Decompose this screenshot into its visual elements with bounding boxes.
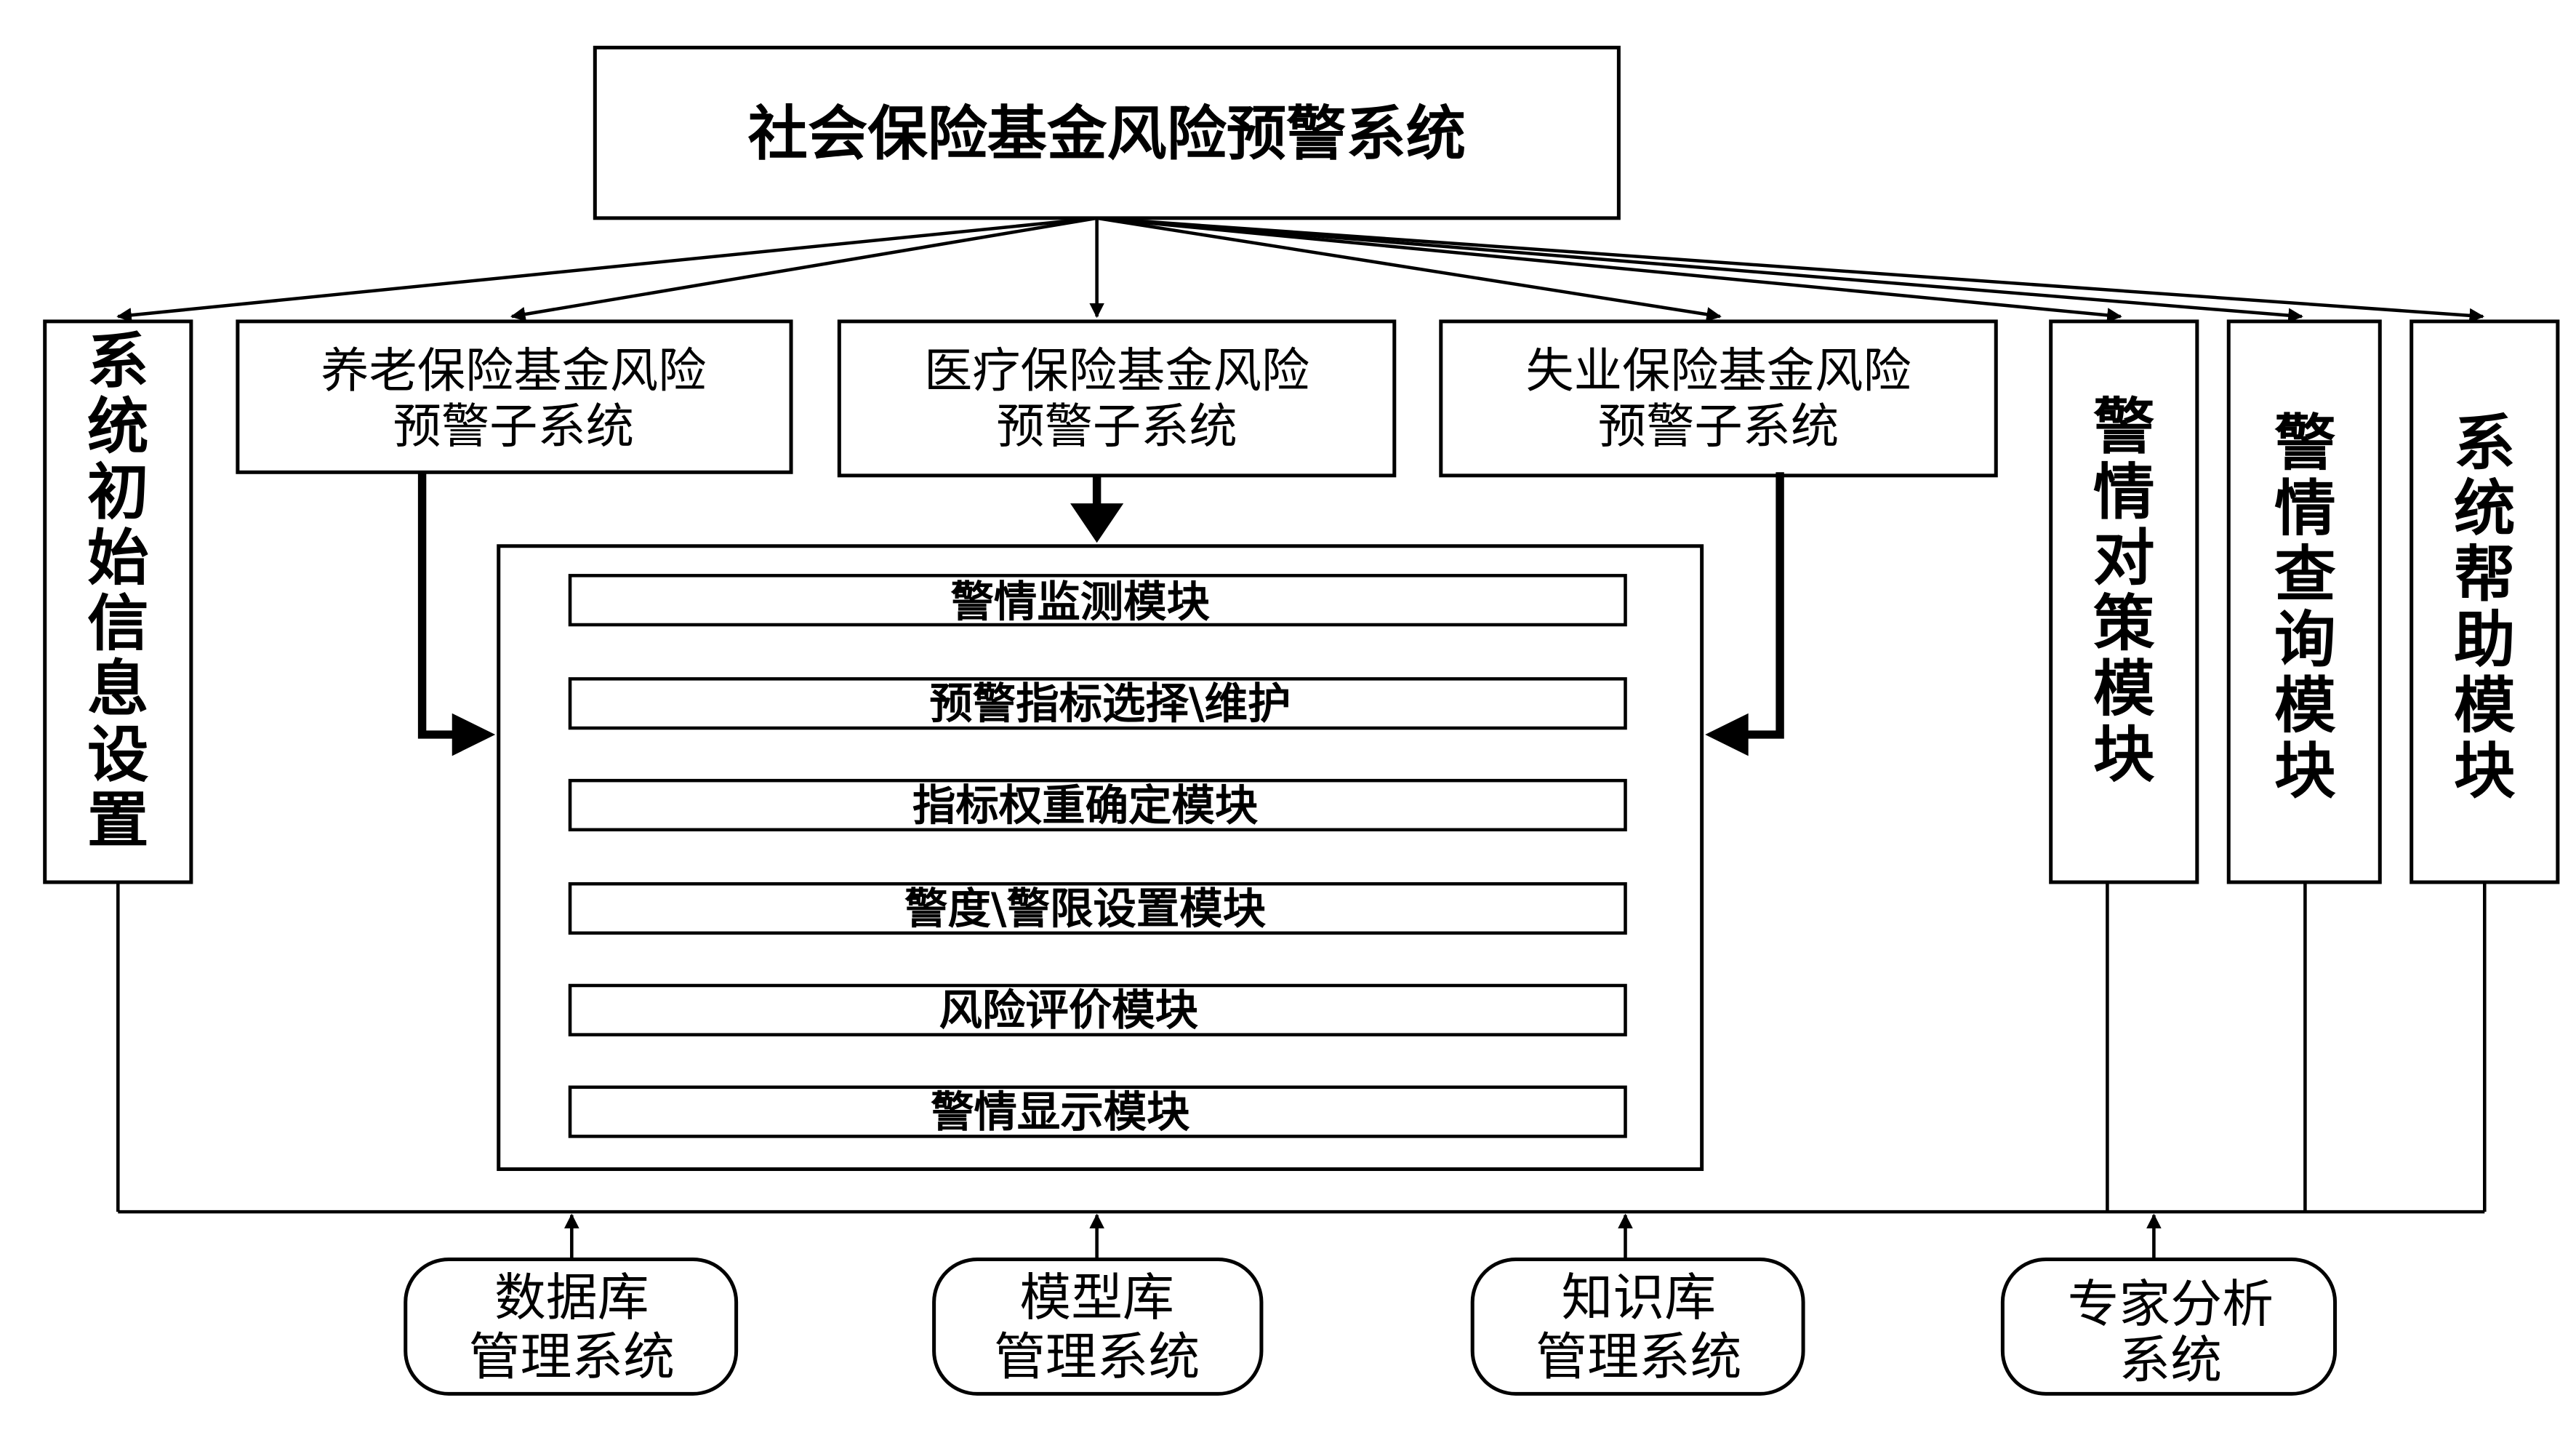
left-vertical-module: 系 统 初 始 信 息 设 置 — [43, 319, 193, 884]
right-module-char: 帮 — [2454, 538, 2516, 609]
core-module-label: 警情监测模块 — [951, 577, 1211, 627]
right-module-char: 系 — [2454, 407, 2516, 479]
core-module: 警情显示模块 — [568, 1085, 1627, 1138]
right-module-char: 策 — [2093, 588, 2155, 659]
main-system-title: 社会保险基金风险预警系统 — [748, 99, 1466, 168]
bottom-system-knowledge-base: 知识库 管理系统 — [1470, 1258, 1805, 1396]
right-module-char: 查 — [2274, 538, 2336, 609]
core-module: 预警指标选择\维护 — [568, 677, 1627, 730]
bottom-system-line2: 管理系统 — [469, 1327, 675, 1386]
right-module-query: 警 情 查 询 模 块 — [2226, 319, 2382, 884]
right-module-char: 块 — [2093, 719, 2155, 790]
core-module: 警情监测模块 — [568, 574, 1627, 627]
bottom-system-line2: 管理系统 — [994, 1327, 1200, 1386]
subsystem-to-core-arrows — [417, 472, 1784, 756]
main-system-node: 社会保险基金风险预警系统 — [593, 45, 1621, 220]
subsystem-label-line1: 养老保险基金风险 — [321, 343, 706, 398]
subsystem-label-line1: 失业保险基金风险 — [1525, 343, 1911, 398]
right-module-char: 警 — [2274, 407, 2336, 479]
subsystem-medical: 医疗保险基金风险 预警子系统 — [837, 319, 1397, 478]
bottom-system-line1: 数据库 — [494, 1268, 649, 1327]
right-module-char: 警 — [2093, 391, 2155, 462]
subsystem-label-line1: 医疗保险基金风险 — [924, 343, 1309, 398]
subsystem-label-line2: 预警子系统 — [393, 399, 634, 454]
right-module-char: 情 — [2274, 473, 2336, 544]
core-module: 风险评价模块 — [568, 983, 1627, 1036]
subsystem-pension: 养老保险基金风险 预警子系统 — [236, 319, 793, 474]
right-module-char: 对 — [2093, 521, 2155, 593]
subsystem-label-line2: 预警子系统 — [996, 399, 1237, 454]
left-module-char: 系 — [87, 325, 149, 396]
bottom-system-line1: 专家分析 — [2068, 1275, 2274, 1334]
bottom-system-model-base: 模型库 管理系统 — [932, 1258, 1264, 1396]
right-module-countermeasure: 警 情 对 策 模 块 — [2049, 319, 2199, 884]
bottom-system-line1: 模型库 — [1019, 1268, 1174, 1327]
right-module-char: 块 — [2454, 735, 2516, 806]
left-module-char: 信 — [87, 588, 149, 659]
bottom-system-line2: 管理系统 — [1536, 1327, 1741, 1386]
bottom-connection-bus — [116, 882, 2487, 1260]
top-distribution-arrows — [116, 216, 2485, 323]
bottom-system-line2: 系统 — [2119, 1330, 2222, 1389]
right-module-char: 模 — [2454, 669, 2516, 740]
left-module-char: 置 — [87, 784, 149, 855]
left-module-char: 息 — [87, 653, 149, 724]
subsystem-label-line2: 预警子系统 — [1598, 399, 1839, 454]
bottom-system-expert-analysis: 专家分析 系统 — [2000, 1258, 2338, 1396]
core-module: 警度\警限设置模块 — [568, 882, 1627, 935]
right-module-char: 助 — [2454, 604, 2516, 675]
core-module-label: 风险评价模块 — [939, 985, 1199, 1035]
right-module-char: 模 — [2093, 653, 2155, 724]
right-module-char: 块 — [2274, 735, 2336, 806]
core-module-container: 警情监测模块 预警指标选择\维护 指标权重确定模块 警度\警限设置模块 风险评价… — [497, 544, 1704, 1171]
left-module-char: 初 — [87, 456, 149, 527]
left-module-char: 统 — [87, 391, 149, 462]
core-module-label: 警度\警限设置模块 — [904, 884, 1266, 934]
core-module-label: 警情显示模块 — [931, 1087, 1190, 1137]
core-module: 指标权重确定模块 — [568, 778, 1627, 832]
core-module-label: 预警指标选择\维护 — [929, 679, 1291, 729]
subsystem-unemployment: 失业保险基金风险 预警子系统 — [1439, 319, 1998, 478]
bottom-system-line1: 知识库 — [1562, 1268, 1717, 1327]
core-module-label: 指标权重确定模块 — [912, 780, 1258, 831]
bottom-system-database: 数据库 管理系统 — [404, 1258, 739, 1396]
right-module-char: 询 — [2274, 604, 2336, 675]
right-module-char: 统 — [2454, 473, 2516, 544]
left-module-char: 始 — [87, 521, 149, 593]
right-module-help: 系 统 帮 助 模 块 — [2410, 319, 2560, 884]
right-module-char: 模 — [2274, 669, 2336, 740]
right-module-char: 情 — [2093, 456, 2155, 527]
left-module-char: 设 — [87, 719, 149, 790]
